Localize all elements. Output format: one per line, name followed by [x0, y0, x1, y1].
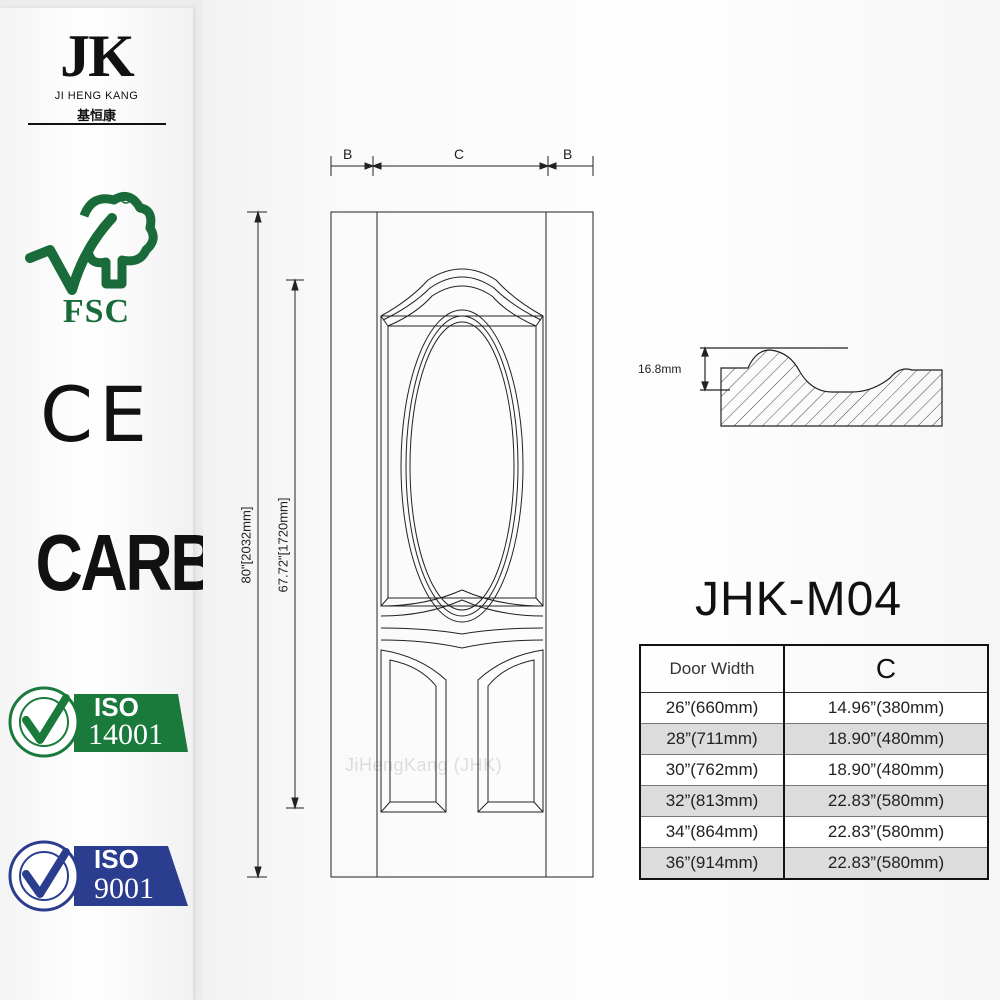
door-width-cell: 28”(711mm)	[639, 723, 785, 755]
iso9001-badge: ISO 9001	[8, 840, 188, 916]
door-width-table: Door Width C 26”(660mm) 14.96”(380mm) 28…	[639, 644, 989, 880]
brand-underline	[28, 123, 166, 125]
ce-mark: CE	[39, 370, 154, 459]
door-width-cell: 32”(813mm)	[639, 785, 785, 817]
brand-name-en: JI HENG KANG	[54, 90, 139, 102]
iso9001-label: ISO	[94, 844, 139, 874]
table-row: 32”(813mm) 22.83”(580mm)	[639, 785, 989, 817]
table-row: 30”(762mm) 18.90”(480mm)	[639, 754, 989, 786]
c-value-cell: 22.83”(580mm)	[783, 816, 989, 848]
iso14001-check-icon	[8, 686, 188, 758]
dim-b-left-label: B	[343, 146, 353, 162]
certification-sidebar: JK JI HENG KANG 基恒康 R FSC CE CARB ISO 14…	[0, 8, 218, 1000]
table-row: 28”(711mm) 18.90”(480mm)	[639, 723, 989, 755]
profile-section	[700, 346, 943, 427]
iso9001-number: 9001	[94, 872, 154, 905]
table-row: 36”(914mm) 22.83”(580mm)	[639, 847, 989, 880]
iso14001-label: ISO	[94, 692, 139, 722]
panel-height-label: 67.72"[1720mm]	[275, 497, 291, 593]
profile-depth-label: 16.8mm	[638, 362, 682, 376]
c-value-cell: 14.96”(380mm)	[783, 692, 989, 724]
iso9001-check-icon	[8, 840, 188, 912]
model-number: JHK-M04	[695, 573, 903, 626]
dim-c-label: C	[454, 146, 465, 162]
fsc-label: FSC	[62, 293, 131, 330]
column-header-c: C	[783, 644, 989, 693]
watermark: JiHengKang (JHK)	[345, 755, 503, 775]
svg-text:R: R	[124, 196, 129, 203]
dim-b-right-label: B	[563, 146, 573, 162]
door-width-cell: 36”(914mm)	[639, 847, 785, 880]
fsc-tree-icon: R	[25, 191, 158, 295]
column-header-door-width: Door Width	[639, 644, 785, 693]
c-value-cell: 22.83”(580mm)	[783, 847, 989, 880]
brand-name-cn: 基恒康	[76, 108, 116, 123]
c-value-cell: 22.83”(580mm)	[783, 785, 989, 817]
table-row: 26”(660mm) 14.96”(380mm)	[639, 692, 989, 724]
door-width-cell: 30”(762mm)	[639, 754, 785, 786]
door-width-cell: 26”(660mm)	[639, 692, 785, 724]
brand-logo: JK	[60, 23, 135, 89]
table-header-row: Door Width C	[639, 644, 989, 693]
door-width-cell: 34”(864mm)	[639, 816, 785, 848]
total-height-label: 80"[2032mm]	[238, 506, 254, 584]
table-row: 34”(864mm) 22.83”(580mm)	[639, 816, 989, 848]
c-value-cell: 18.90”(480mm)	[783, 754, 989, 786]
iso14001-number: 14001	[88, 718, 163, 751]
iso14001-badge: ISO 14001	[8, 684, 188, 760]
c-value-cell: 18.90”(480mm)	[783, 723, 989, 755]
